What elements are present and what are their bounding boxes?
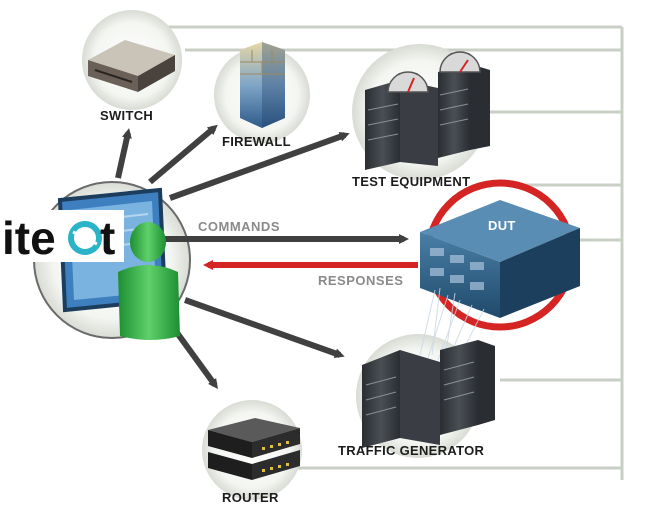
label-test-equipment: TEST EQUIPMENT	[352, 174, 470, 189]
label-commands: COMMANDS	[198, 219, 280, 234]
user-icon	[118, 222, 180, 340]
traffic-generator-icon	[362, 340, 495, 448]
firewall-icon	[240, 42, 285, 128]
outgoing-arrows	[115, 124, 409, 390]
switch-icon	[88, 40, 175, 92]
dut-icon	[419, 179, 580, 361]
label-traffic-generator: TRAFFIC GENERATOR	[338, 443, 484, 458]
router-icon	[208, 418, 300, 480]
logo-text-right: t	[100, 212, 115, 264]
label-firewall: FIREWALL	[222, 134, 291, 149]
arrow-to-router	[172, 328, 218, 390]
label-responses: RESPONSES	[318, 273, 403, 288]
arrow-to-traffic-generator	[183, 297, 345, 359]
arrow-to-firewall	[148, 124, 218, 185]
label-router: ROUTER	[222, 490, 279, 505]
arrow-to-test-equipment	[168, 131, 350, 201]
logo-icon: ite t	[0, 210, 124, 264]
arrow-to-switch	[115, 128, 132, 179]
label-dut: DUT	[488, 218, 516, 233]
test-equipment-icon	[365, 51, 490, 170]
logo-text-left: ite	[2, 212, 56, 264]
label-switch: SWITCH	[100, 108, 153, 123]
